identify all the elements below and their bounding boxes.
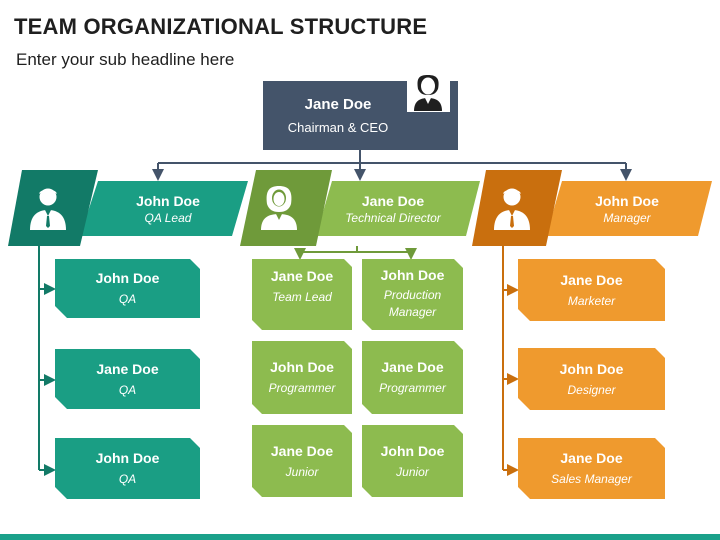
member-role: Production Manager bbox=[383, 288, 442, 319]
member-role: Junior bbox=[285, 464, 319, 479]
dept-head-role-manager: Manager bbox=[603, 210, 651, 225]
member-card-tech-1[interactable]: Jane Doe Team Lead bbox=[252, 259, 352, 330]
member-card-manager-3[interactable]: Jane Doe Sales Manager bbox=[518, 438, 665, 499]
member-role: QA bbox=[118, 472, 137, 486]
member-role: QA bbox=[118, 292, 137, 306]
dept-head-role-tech: Technical Director bbox=[345, 210, 441, 225]
member-role: Programmer bbox=[379, 381, 446, 395]
member-card-tech-5[interactable]: Jane Doe Programmer bbox=[362, 341, 463, 414]
member-boxes-tech bbox=[252, 259, 463, 497]
member-name: Jane Doe bbox=[96, 360, 159, 377]
member-role: Programmer bbox=[268, 381, 336, 395]
manager-connector bbox=[502, 245, 519, 476]
member-name: John Doe bbox=[95, 450, 160, 466]
member-card-tech-2[interactable]: John Doe Programmer bbox=[252, 341, 352, 414]
member-name: Jane Doe bbox=[381, 359, 444, 375]
ceo-role: Chairman & CEO bbox=[287, 120, 389, 135]
member-role: Sales Manager bbox=[551, 472, 632, 486]
member-card-qa-1[interactable]: John Doe QA bbox=[55, 259, 200, 318]
member-card-tech-4[interactable]: John Doe Production Manager bbox=[362, 259, 463, 330]
member-role: Marketer bbox=[567, 293, 616, 308]
member-card-qa-2[interactable]: Jane Doe QA bbox=[55, 349, 200, 409]
member-card-manager-1[interactable]: Jane Doe Marketer bbox=[518, 259, 665, 321]
member-role: QA bbox=[118, 382, 137, 397]
member-card-manager-2[interactable]: John Doe Designer bbox=[518, 348, 665, 410]
member-name: Jane Doe bbox=[270, 442, 334, 459]
tech-connector bbox=[294, 246, 417, 260]
dept-header-qa[interactable]: John Doe QA Lead bbox=[8, 170, 248, 246]
page-title: TEAM ORGANIZATIONAL STRUCTURE bbox=[14, 14, 428, 39]
member-role: Designer bbox=[567, 382, 616, 397]
member-name: John Doe bbox=[270, 359, 334, 375]
female-user-icon bbox=[261, 186, 297, 230]
member-name: Jane Doe bbox=[560, 450, 623, 466]
member-name: Jane Doe bbox=[270, 268, 334, 284]
dept-header-manager[interactable]: John Doe Manager bbox=[472, 170, 712, 246]
member-boxes-qa bbox=[55, 259, 200, 499]
member-name: Jane Doe bbox=[560, 271, 623, 288]
member-name: John Doe bbox=[559, 360, 624, 377]
member-boxes-manager bbox=[518, 259, 665, 499]
page-subtitle: Enter your sub headline here bbox=[16, 50, 235, 69]
member-name: John Doe bbox=[380, 442, 445, 459]
member-card-tech-6[interactable]: John Doe Junior bbox=[362, 425, 463, 497]
member-card-tech-3[interactable]: Jane Doe Junior bbox=[252, 425, 352, 497]
dept-header-tech[interactable]: Jane Doe Technical Director bbox=[240, 170, 480, 246]
dept-head-name-tech: Jane Doe bbox=[361, 192, 425, 209]
member-role: Team Lead bbox=[272, 290, 332, 304]
qa-connector bbox=[38, 245, 56, 476]
male-user-icon bbox=[30, 188, 66, 230]
female-user-icon bbox=[407, 72, 450, 112]
ceo-name: Jane Doe bbox=[304, 96, 372, 113]
member-role: Junior bbox=[396, 464, 429, 479]
member-name: John Doe bbox=[95, 270, 160, 286]
dept-head-name-qa: John Doe bbox=[136, 192, 200, 209]
dept-head-name-manager: John Doe bbox=[595, 192, 659, 209]
ceo-connector bbox=[152, 150, 632, 181]
member-card-qa-3[interactable]: John Doe QA bbox=[55, 438, 200, 499]
footer-bar bbox=[0, 534, 720, 540]
ceo-node[interactable]: Jane Doe Chairman & CEO bbox=[263, 72, 458, 150]
member-name: John Doe bbox=[380, 267, 445, 283]
male-user-icon bbox=[494, 188, 530, 230]
dept-head-role-qa: QA Lead bbox=[144, 210, 192, 225]
